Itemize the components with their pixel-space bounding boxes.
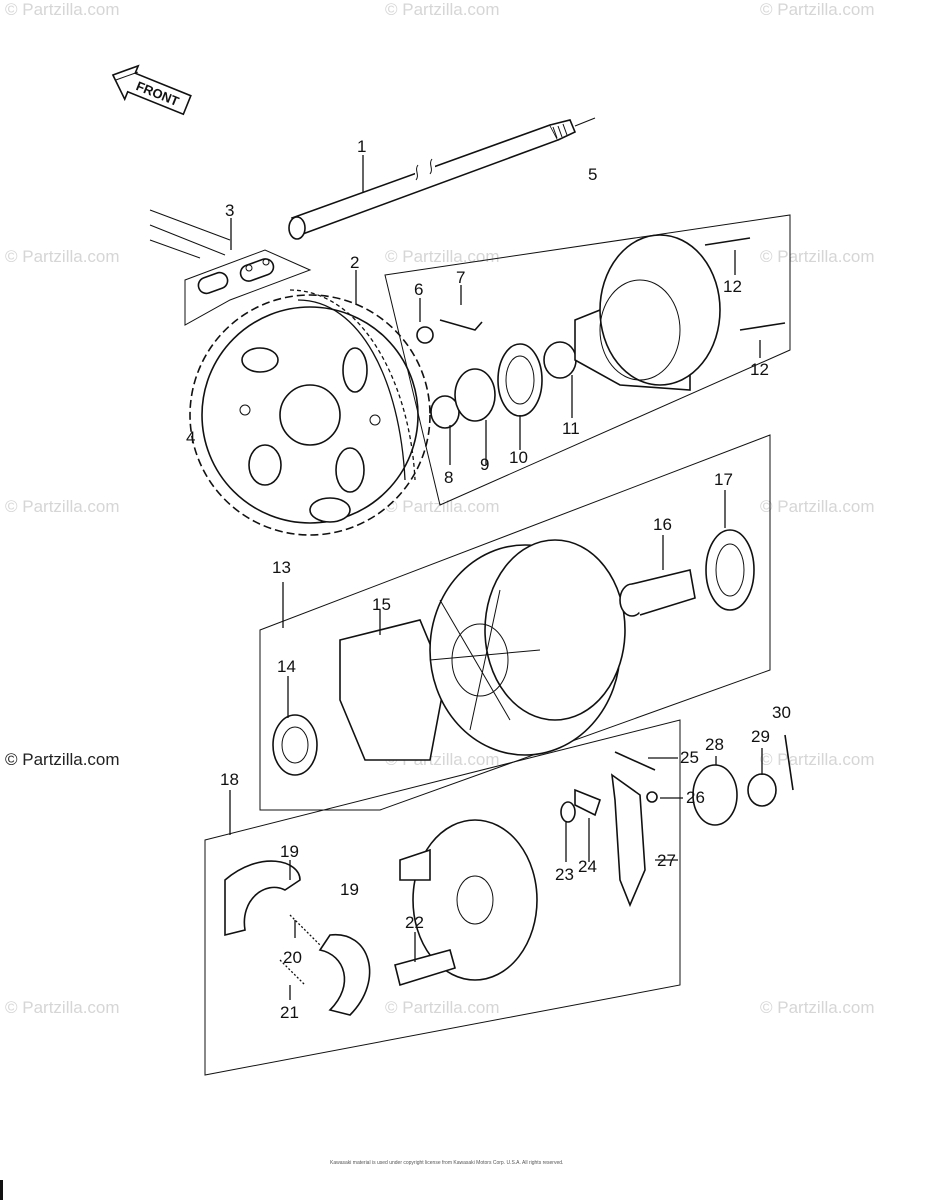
watermark-top-center: © Partzilla.com [385,0,500,19]
callout-4: 4 [186,428,195,447]
callout-5: 5 [588,165,597,184]
axle-shaft [288,117,596,240]
callout-23: 23 [555,865,574,884]
callout-11: 11 [562,419,580,438]
callout-29: 29 [751,727,770,746]
callout-13: 13 [272,558,291,577]
callout-12-upper: 12 [723,277,742,296]
brake-group [204,719,794,1076]
callout-18: 18 [220,770,239,789]
rear-sprocket [189,294,431,536]
watermark-left-1: © Partzilla.com [5,247,120,266]
watermark-center-4: © Partzilla.com [385,998,500,1017]
callout-19-label: 19 [340,880,359,899]
watermark-center-2: © Partzilla.com [385,497,500,516]
sprocket-hub-group [384,214,791,506]
callout-10: 10 [509,448,528,467]
callout-3: 3 [225,201,234,220]
watermark-top-left: © Partzilla.com [5,0,120,19]
watermark-center-1: © Partzilla.com [385,247,500,266]
watermark-right-1: © Partzilla.com [760,247,875,266]
callout-30: 30 [772,703,791,722]
leader-lines [229,155,763,1000]
callout-25: 25 [680,748,699,767]
callout-28: 28 [705,735,724,754]
watermark-right-2: © Partzilla.com [760,497,875,516]
callout-7: 7 [456,268,465,287]
watermark-left-3: © Partzilla.com [5,750,120,769]
callout-14: 14 [277,657,296,676]
page-edge-mark [0,1180,3,1200]
callout-20: 20 [283,948,302,967]
callout-16: 16 [653,515,672,534]
watermark-right-4: © Partzilla.com [760,998,875,1017]
callout-1: 1 [357,137,366,156]
callout-2: 2 [350,253,359,272]
drive-chain [289,289,416,481]
wheel-hub-group [259,434,771,811]
callout-22: 22 [405,913,424,932]
callout-numbers: 1 2 3 4 5 6 7 8 9 10 11 12 12 13 14 15 1… [186,137,791,1022]
callout-24: 24 [578,857,597,876]
callout-26: 26 [686,788,705,807]
callout-9: 9 [480,455,489,474]
callout-15: 15 [372,595,391,614]
callout-27: 27 [657,851,676,870]
watermark-top-right: © Partzilla.com [760,0,875,19]
callout-21: 21 [280,1003,299,1022]
watermark-right-3: © Partzilla.com [760,750,875,769]
callout-12-lower: 12 [750,360,769,379]
callout-19-shoe: 19 [280,842,299,861]
callout-8: 8 [444,468,453,487]
copyright-notice: Kawasaki material is used under copyrigh… [330,1160,563,1166]
callout-17: 17 [714,470,733,489]
chain-joint-group [149,209,312,326]
front-arrow: FRONT [111,64,192,116]
callout-6: 6 [414,280,423,299]
watermarks: © Partzilla.com © Partzilla.com © Partzi… [5,0,875,1017]
watermark-left-4: © Partzilla.com [5,998,120,1017]
watermark-left-2: © Partzilla.com [5,497,120,516]
